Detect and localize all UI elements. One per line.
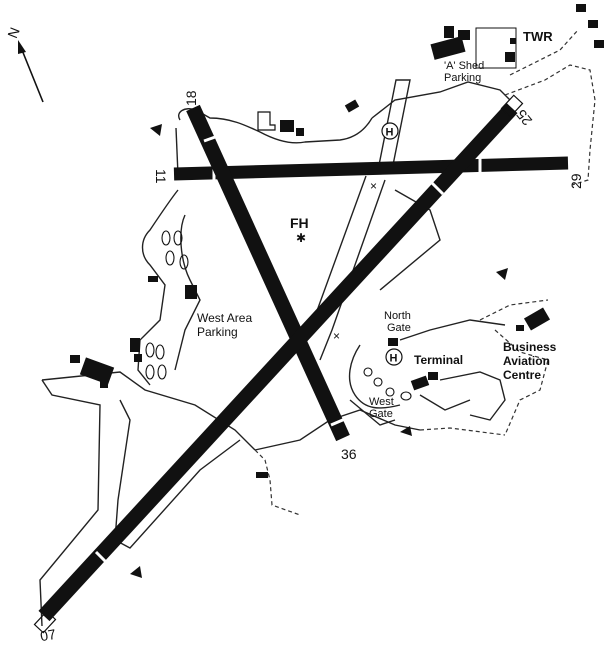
business-aviation-label-line1: Business bbox=[503, 340, 557, 354]
north-arrow: N bbox=[4, 25, 44, 103]
runway-end-07: 07 bbox=[39, 626, 57, 644]
runway-end-18: 18 bbox=[183, 90, 199, 106]
fh-label: FH bbox=[290, 215, 309, 231]
runway-11-29 bbox=[173, 156, 569, 181]
runway-18-36 bbox=[186, 104, 350, 442]
business-aviation-label-line2: Aviation bbox=[503, 354, 550, 368]
terminal-label: Terminal bbox=[414, 353, 463, 367]
runway-07-25 bbox=[38, 102, 518, 622]
helipad-terminal: H bbox=[385, 348, 403, 366]
business-aviation-label-line3: Centre bbox=[503, 368, 541, 382]
svg-text:H: H bbox=[386, 127, 394, 139]
fh-star-icon: ✱ bbox=[296, 231, 306, 245]
a-shed-label-line1: 'A' Shed bbox=[444, 60, 484, 72]
west-gate-label-line2: Gate bbox=[369, 408, 393, 420]
runway-end-11: 11 bbox=[153, 169, 169, 184]
parking-stands bbox=[145, 230, 412, 401]
tower-label: TWR bbox=[523, 29, 553, 44]
runway-end-36: 36 bbox=[341, 446, 357, 462]
west-area-label-line1: West Area bbox=[197, 311, 252, 325]
north-gate-label-line2: Gate bbox=[387, 322, 411, 334]
a-shed-label-line2: Parking bbox=[444, 72, 481, 84]
marker-icons bbox=[130, 124, 508, 578]
runway-end-29: 29 bbox=[568, 173, 584, 189]
helipad-north: H bbox=[381, 122, 399, 140]
labels: TWR 'A' Shed Parking FH ✱ West Area Park… bbox=[197, 29, 557, 420]
taxiways bbox=[39, 29, 596, 627]
west-area-label-line2: Parking bbox=[197, 325, 238, 339]
west-gate-label-line1: West bbox=[369, 396, 394, 408]
svg-text:×: × bbox=[333, 329, 340, 343]
runways: × × bbox=[33, 94, 569, 634]
north-label: N bbox=[4, 25, 23, 40]
north-gate-label-line1: North bbox=[384, 310, 411, 322]
svg-text:×: × bbox=[370, 179, 377, 193]
svg-text:H: H bbox=[390, 353, 398, 365]
